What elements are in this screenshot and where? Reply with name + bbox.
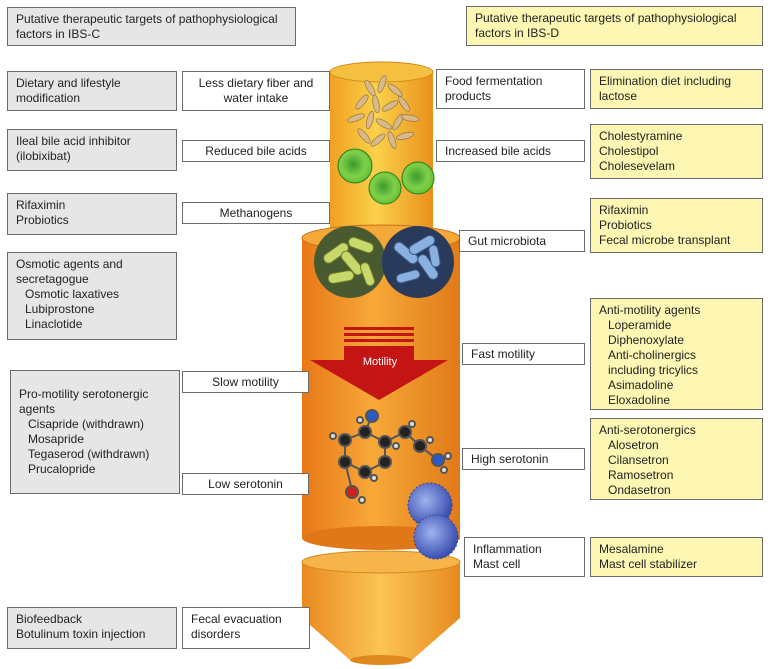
factor-line: Food fermentation [445, 74, 543, 88]
therapy-line: Rifaximin [599, 203, 649, 217]
factor-line: Low serotonin [208, 477, 283, 491]
factor-inflammation: Inflammation Mast cell [464, 537, 585, 577]
factor-line: Mast cell [473, 557, 521, 571]
factor-line: Fecal evacuation [191, 612, 282, 626]
therapy-line: (ilobixibat) [16, 149, 71, 163]
therapy-item: Cisapride (withdrawn) [28, 417, 145, 431]
therapy-line: Ileal bile acid inhibitor [16, 134, 131, 148]
therapy-item: Lubiprostone [25, 302, 95, 316]
therapy-title: Osmotic agents and [16, 257, 123, 271]
factor-line: Less dietary fiber and [198, 76, 314, 90]
therapy-item: Linaclotide [25, 317, 83, 331]
ibs-d-therapy-cholestyramine: Cholestyramine Cholestipol Cholesevelam [590, 124, 763, 179]
lower-funnel [301, 550, 461, 665]
ibs-c-header-text: Putative therapeutic targets of pathophy… [16, 12, 278, 41]
motility-arrow [310, 327, 448, 400]
ibs-d-therapy-rifaximin: Rifaximin Probiotics Fecal microbe trans… [590, 198, 763, 253]
factor-fast-motility: Fast motility [462, 343, 585, 365]
therapy-item: Mosapride [28, 432, 85, 446]
ibs-d-header-text: Putative therapeutic targets of pathophy… [475, 11, 737, 40]
ibs-c-therapy-rifaximin: Rifaximin Probiotics [7, 193, 177, 235]
therapy-title: secretagogue [16, 272, 89, 286]
therapy-item: Loperamide [608, 318, 672, 332]
therapy-line: Mast cell stabilizer [599, 557, 698, 571]
ibs-d-therapy-mesalamine: Mesalamine Mast cell stabilizer [590, 537, 763, 577]
bile-acid-cells [337, 148, 435, 205]
factor-line: water intake [223, 91, 289, 105]
therapy-item: Prucalopride [28, 462, 96, 476]
factor-line: disorders [191, 627, 241, 641]
factor-line: High serotonin [471, 452, 549, 466]
therapy-title: Anti-serotonergics [599, 423, 696, 437]
therapy-line: Probiotics [16, 213, 69, 227]
factor-gut-microbiota: Gut microbiota [459, 230, 585, 252]
therapy-line: Cholestipol [599, 144, 659, 158]
therapy-item: Ondasetron [608, 483, 671, 497]
factor-low-serotonin: Low serotonin [182, 473, 309, 495]
factor-line: Gut microbiota [468, 234, 547, 248]
factor-less-fiber: Less dietary fiber and water intake [182, 71, 330, 111]
factor-line: Methanogens [219, 206, 293, 220]
therapy-line: Biofeedback [16, 612, 83, 626]
ibs-d-therapy-antimotility: Anti-motility agents Loperamide Diphenox… [590, 298, 763, 410]
therapy-line: Botulinum toxin injection [16, 627, 146, 641]
mast-cells [407, 482, 459, 560]
ibs-c-therapy-bile-inhibitor: Ileal bile acid inhibitor (ilobixibat) [7, 129, 177, 171]
therapy-line: Probiotics [599, 218, 652, 232]
therapy-line: Dietary and lifestyle [16, 76, 121, 90]
factor-high-serotonin: High serotonin [462, 448, 585, 470]
factor-food-fermentation: Food fermentation products [436, 69, 585, 109]
therapy-line: Cholestyramine [599, 129, 683, 143]
factor-line: Fast motility [471, 347, 536, 361]
ibs-c-therapy-osmotic: Osmotic agents and secretagogue Osmotic … [7, 252, 177, 340]
ibs-d-therapy-elimination: Elimination diet including lactose [590, 69, 763, 109]
ibs-c-header: Putative therapeutic targets of pathophy… [7, 7, 296, 46]
therapy-line: Elimination diet including [599, 74, 732, 88]
therapy-title: agents [19, 402, 56, 416]
therapy-item: Tegaserod (withdrawn) [28, 447, 150, 461]
therapy-item: Osmotic laxatives [25, 287, 120, 301]
therapy-line: Cholesevelam [599, 159, 676, 173]
therapy-item: including tricylics [608, 363, 699, 377]
therapy-title: Anti-motility agents [599, 303, 701, 317]
factor-methanogens: Methanogens [182, 202, 330, 224]
factor-reduced-bile-acids: Reduced bile acids [182, 140, 330, 162]
therapy-item: Diphenoxylate [608, 333, 685, 347]
factor-line: Increased bile acids [445, 144, 552, 158]
serotonin-molecule [329, 409, 452, 504]
ibs-d-therapy-antiserotonergics: Anti-serotonergics Alosetron Cilansetron… [590, 418, 763, 500]
therapy-item: Ramosetron [608, 468, 674, 482]
therapy-line: Fecal microbe transplant [599, 233, 731, 247]
therapy-line: modification [16, 91, 81, 105]
ibs-c-therapy-biofeedback: Biofeedback Botulinum toxin injection [7, 607, 177, 649]
factor-fecal-evacuation: Fecal evacuation disorders [182, 607, 310, 649]
ibs-d-header: Putative therapeutic targets of pathophy… [466, 6, 763, 46]
therapy-item: Alosetron [608, 438, 659, 452]
factor-line: Slow motility [212, 375, 279, 389]
factor-line: Inflammation [473, 542, 542, 556]
microbiota-spheres [314, 226, 454, 298]
factor-line: products [445, 89, 492, 103]
therapy-line: Mesalamine [599, 542, 664, 556]
therapy-item: Anti-cholinergics [608, 348, 697, 362]
factor-slow-motility: Slow motility [182, 371, 309, 393]
food-grains [347, 75, 420, 149]
motility-arrow-label: Motility [362, 356, 398, 368]
factor-line: Reduced bile acids [205, 144, 307, 158]
therapy-line: lactose [599, 89, 638, 103]
therapy-item: Cilansetron [608, 453, 669, 467]
therapy-title: Pro-motility serotonergic [19, 387, 149, 401]
therapy-line: Rifaximin [16, 198, 66, 212]
ibs-c-therapy-promotility: Pro-motility serotonergic agents Cisapri… [10, 370, 180, 494]
therapy-item: Eloxadoline [608, 393, 671, 407]
factor-increased-bile-acids: Increased bile acids [436, 140, 585, 162]
therapy-item: Asimadoline [608, 378, 674, 392]
ibs-c-therapy-dietary: Dietary and lifestyle modification [7, 71, 177, 111]
